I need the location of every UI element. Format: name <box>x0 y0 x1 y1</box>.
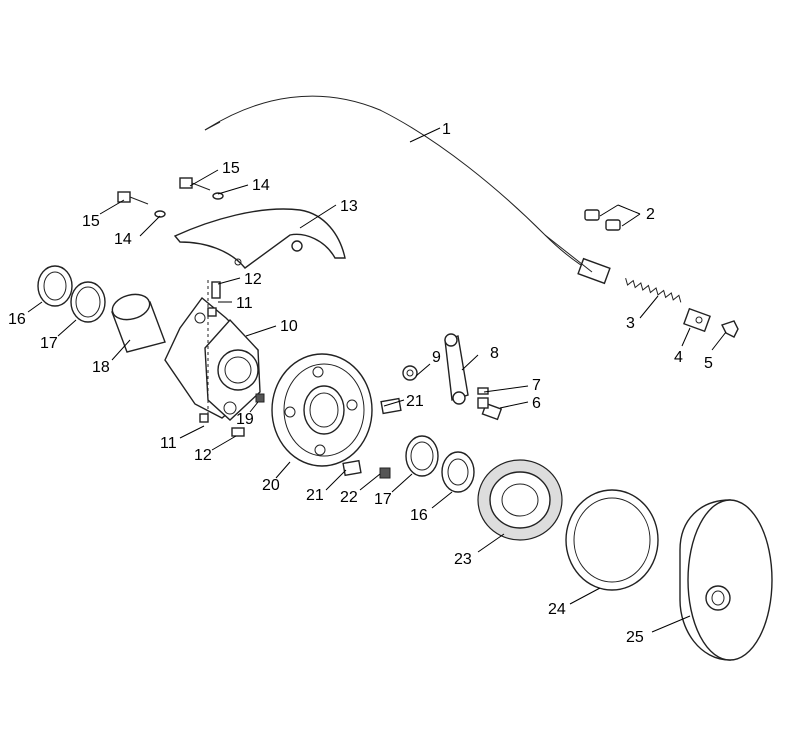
part-18-sleeve <box>111 293 166 353</box>
part-25-hub-drum <box>679 499 773 661</box>
part-21-pin-lower <box>342 459 362 477</box>
part-14-washer-upper <box>212 192 224 200</box>
part-2-nuts <box>584 209 621 231</box>
label-4: 4 <box>674 349 683 366</box>
label-2: 2 <box>646 206 655 223</box>
label-22: 22 <box>340 489 358 506</box>
label-13: 13 <box>340 198 358 215</box>
label-14-lower: 14 <box>114 231 132 248</box>
part-12-bolt-lower <box>231 427 245 437</box>
part-14-washer-lower <box>154 210 166 218</box>
label-16-right: 16 <box>410 507 428 524</box>
callout-labels: 1 2 3 4 5 6 7 8 9 10 11 11 12 12 13 14 1… <box>8 121 713 646</box>
part-20-brake-plate <box>271 353 373 467</box>
label-18: 18 <box>92 359 110 376</box>
label-20: 20 <box>262 477 280 494</box>
part-8-brake-arm <box>444 333 469 405</box>
part-22-nut <box>379 467 391 479</box>
label-10: 10 <box>280 318 298 335</box>
label-7: 7 <box>532 377 541 394</box>
label-23: 23 <box>454 551 472 568</box>
label-3: 3 <box>626 315 635 332</box>
label-8: 8 <box>490 345 499 362</box>
label-21-upper: 21 <box>406 393 424 410</box>
label-5: 5 <box>704 355 713 372</box>
label-25: 25 <box>626 629 644 646</box>
part-7-pin <box>477 387 489 395</box>
label-15-upper: 15 <box>222 160 240 177</box>
label-11-upper: 11 <box>236 295 253 312</box>
label-19: 19 <box>236 411 254 428</box>
part-12-bolt-upper <box>211 281 221 299</box>
part-3-spring <box>625 277 682 303</box>
part-15-bolt-upper <box>179 177 211 191</box>
part-4-adjuster <box>683 307 711 333</box>
label-24: 24 <box>548 601 566 618</box>
label-17-right: 17 <box>374 491 392 508</box>
part-11-nut-upper <box>207 307 217 317</box>
part-17-seal-left <box>70 281 106 323</box>
label-9: 9 <box>432 349 441 366</box>
label-12-upper: 12 <box>244 271 262 288</box>
part-16-seal-right <box>441 451 475 493</box>
label-6: 6 <box>532 395 541 412</box>
part-11-nut-lower <box>199 413 209 423</box>
part-10-bracket <box>164 296 261 421</box>
label-11-lower: 11 <box>160 435 177 452</box>
leader-lines <box>27 127 727 633</box>
part-19-nut <box>255 393 265 403</box>
label-15-lower: 15 <box>82 213 100 230</box>
label-1: 1 <box>442 121 451 138</box>
part-17-seal-right <box>405 435 439 477</box>
part-6-bolt <box>477 397 503 421</box>
label-16-left: 16 <box>8 311 26 328</box>
part-23-brake-shoes <box>477 459 563 541</box>
part-24-drum-ring <box>565 489 659 591</box>
part-15-bolt-lower <box>117 191 149 205</box>
part-13-chain-guard <box>173 208 346 269</box>
part-1-brake-cable <box>204 95 611 285</box>
label-14-upper: 14 <box>252 177 270 194</box>
part-16-seal-left <box>37 265 73 307</box>
label-12-lower: 12 <box>194 447 212 464</box>
part-5-wing-nut <box>721 320 739 338</box>
label-17-left: 17 <box>40 335 58 352</box>
label-21-lower: 21 <box>306 487 324 504</box>
part-9-clip <box>402 365 418 381</box>
